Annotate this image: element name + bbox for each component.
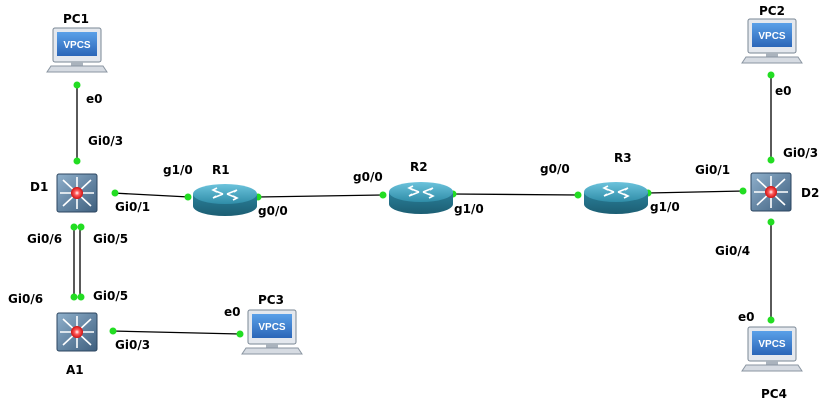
- link-d1-r1: [112, 192, 190, 198]
- interface-label-r1-g00: g0/0: [258, 204, 288, 218]
- interface-label-r1-g10: g1/0: [163, 163, 193, 177]
- port-dot-r2-g00: [379, 191, 387, 199]
- interface-label-r2-g10: g1/0: [454, 202, 484, 216]
- interface-label-pc2-e0: e0: [775, 84, 792, 98]
- interface-label-a1-gi06: Gi0/6: [8, 292, 44, 306]
- interface-label-d1-gi01: Gi0/1: [115, 200, 151, 214]
- port-dot-d2-gi04: [767, 218, 775, 226]
- switch-icon-d1[interactable]: [56, 173, 98, 213]
- pc-icon-pc1[interactable]: [46, 27, 108, 73]
- device-label-d1: D1: [30, 180, 49, 194]
- port-dot-r1-g10: [184, 193, 192, 201]
- port-dot-pc2-e0: [767, 71, 775, 79]
- pc1-badge: VPCS: [63, 40, 91, 51]
- port-dot-d1-gi03: [73, 157, 81, 165]
- pc3-badge: VPCS: [258, 322, 286, 333]
- device-label-pc1: PC1: [63, 12, 89, 26]
- device-label-pc2: PC2: [759, 4, 785, 18]
- device-label-pc4: PC4: [761, 387, 787, 401]
- device-label-r2: R2: [410, 160, 428, 174]
- device-label-r1: R1: [212, 163, 230, 177]
- link-a1-pc3: [111, 330, 241, 335]
- router-icon-r1[interactable]: [193, 184, 257, 216]
- switch-icon-a1[interactable]: [56, 312, 98, 352]
- pc-icon-pc4[interactable]: [741, 326, 803, 372]
- port-dot-a1-gi05: [77, 293, 85, 301]
- router-icon-r2[interactable]: [389, 182, 453, 214]
- interface-label-pc3-e0: e0: [224, 305, 241, 319]
- port-dot-pc4-e0: [767, 316, 775, 324]
- interface-label-d1-gi06: Gi0/6: [27, 232, 63, 246]
- interface-label-d1-gi05: Gi0/5: [93, 232, 129, 246]
- link-r2-r3: [452, 193, 579, 196]
- port-dot-a1-gi03: [109, 327, 117, 335]
- router-icon-r3[interactable]: [584, 182, 648, 214]
- pc-icon-pc3[interactable]: [241, 309, 303, 355]
- port-dot-pc1-e0: [73, 81, 81, 89]
- port-dot-d2-gi01: [739, 187, 747, 195]
- interface-label-a1-gi05: Gi0/5: [93, 289, 129, 303]
- interface-label-a1-gi03: Gi0/3: [115, 338, 151, 352]
- interface-label-d1-gi03: Gi0/3: [88, 134, 124, 148]
- port-dot-d1-gi05: [77, 223, 85, 231]
- port-dot-d2-gi03: [767, 156, 775, 164]
- pc-icon-pc2[interactable]: [741, 18, 803, 64]
- link-r3-d2: [647, 190, 745, 194]
- interface-label-d2-gi03: Gi0/3: [783, 146, 819, 160]
- device-label-pc3: PC3: [258, 293, 284, 307]
- interface-label-r3-g00: g0/0: [540, 162, 570, 176]
- port-dot-d1-gi06: [70, 223, 78, 231]
- port-dot-a1-gi06: [70, 293, 78, 301]
- device-label-d2: D2: [801, 186, 820, 200]
- interface-label-d2-gi01: Gi0/1: [695, 163, 731, 177]
- switch-icon-d2[interactable]: [750, 172, 792, 212]
- pc2-badge: VPCS: [758, 31, 786, 42]
- port-dot-d1-gi01: [111, 189, 119, 197]
- interface-label-pc1-e0: e0: [86, 92, 103, 106]
- device-label-r3: R3: [614, 151, 632, 165]
- pc4-badge: VPCS: [758, 339, 786, 350]
- links: [73, 74, 772, 335]
- interface-label-r2-g00: g0/0: [353, 170, 383, 184]
- port-dot-r3-g00: [574, 191, 582, 199]
- device-label-a1: A1: [66, 363, 84, 377]
- interface-label-r3-g10: g1/0: [650, 200, 680, 214]
- port-dot-pc3-e0: [236, 330, 244, 338]
- interface-label-d2-gi04: Gi0/4: [715, 244, 751, 258]
- interface-label-pc4-e0: e0: [738, 310, 755, 324]
- link-r1-r2: [257, 194, 384, 198]
